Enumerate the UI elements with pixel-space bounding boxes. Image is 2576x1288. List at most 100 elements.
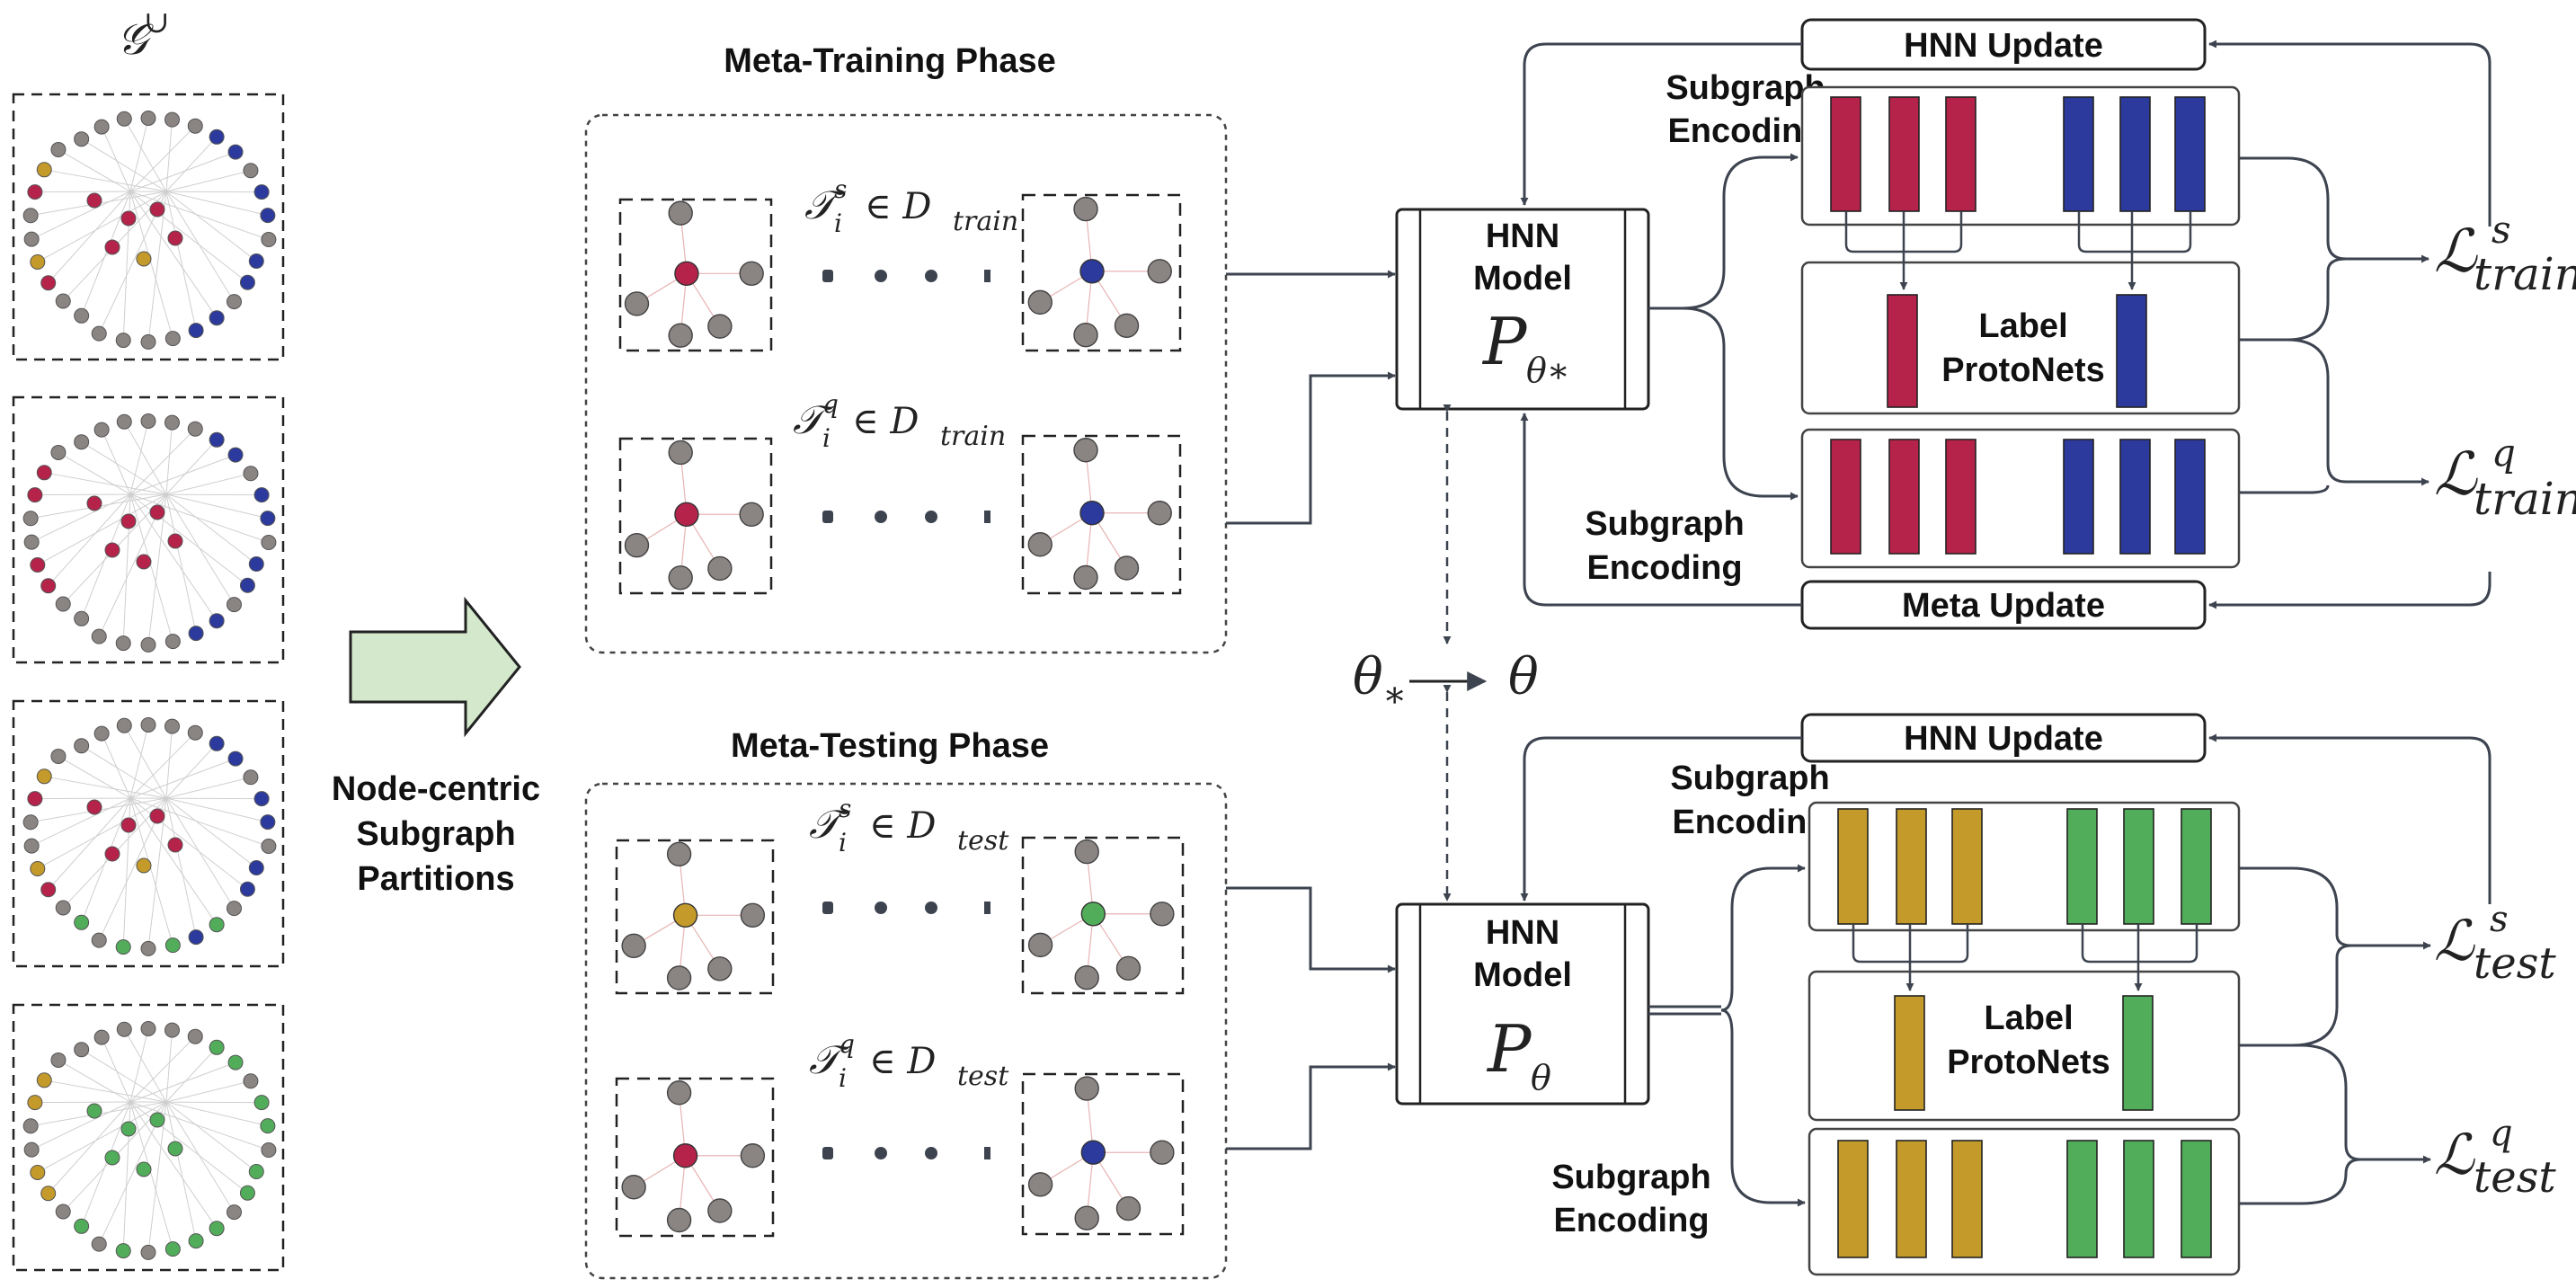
partition-edge — [165, 1080, 252, 1103]
partition-edge — [165, 726, 173, 799]
partition-node — [253, 487, 270, 503]
task-frame — [618, 437, 773, 595]
test-encoding-bottom-label-2: Encoding — [1553, 1202, 1709, 1239]
partition-node — [253, 184, 270, 200]
parameter-transfer: θ ∗ θ — [1353, 404, 1539, 902]
train-encoding-bottom-label-2: Encoding — [1586, 549, 1742, 587]
partition-edge — [165, 1101, 269, 1127]
task-frame — [1021, 1072, 1185, 1236]
partition-node — [140, 333, 156, 350]
svg-text:Node-centric: Node-centric — [332, 770, 540, 808]
svg-text:𝒢: 𝒢 — [117, 14, 154, 65]
partition-node — [74, 1218, 90, 1234]
partition-panel — [12, 1003, 285, 1272]
ellipsis-dash — [822, 270, 833, 282]
partition-edge — [129, 1101, 270, 1150]
partition-node — [140, 1020, 156, 1036]
task-node — [1027, 1172, 1053, 1197]
svg-text:test: test — [2474, 1152, 2556, 1203]
partition-edge — [129, 151, 236, 192]
task-node — [1027, 289, 1053, 315]
partition-edge — [81, 745, 167, 799]
partition-edge — [129, 493, 270, 543]
partition-edge — [129, 191, 218, 318]
partition-edge — [165, 493, 257, 564]
partition-node — [187, 421, 203, 437]
meta-testing-title: Meta-Testing Phase — [731, 727, 1049, 765]
train-query-encoding-box — [1800, 428, 2241, 569]
partition-node — [248, 860, 264, 876]
partition-node — [93, 422, 110, 438]
svg-text:θ: θ — [1353, 648, 1383, 706]
ellipsis-dots — [822, 270, 990, 1159]
partition-node — [243, 163, 259, 179]
svg-text:∈ D: ∈ D — [869, 805, 936, 847]
svg-text:∪: ∪ — [144, 4, 170, 40]
partition-node — [136, 554, 152, 570]
test-query-task-label: 𝒯 q i ∈ D test — [809, 1029, 1009, 1093]
svg-text:q: q — [2490, 1113, 2513, 1154]
partition-node — [167, 837, 183, 853]
partition-node — [93, 725, 110, 742]
partition-edge — [165, 797, 269, 823]
partition-node — [50, 748, 67, 764]
svg-text:ℒ: ℒ — [2434, 1122, 2475, 1187]
task-node — [668, 323, 693, 348]
partition-edge — [44, 776, 167, 799]
partition-edge — [165, 1030, 173, 1103]
task-node — [624, 532, 650, 558]
svg-text:θ∗: θ∗ — [1526, 351, 1570, 390]
partition-node — [116, 413, 132, 430]
svg-text:∈ D: ∈ D — [865, 186, 931, 227]
partition-node — [55, 900, 71, 916]
partition-node — [27, 487, 43, 503]
partition-node — [140, 1244, 156, 1260]
svg-text:train: train — [2474, 248, 2576, 300]
partition-edge — [34, 493, 131, 496]
partition-node — [140, 636, 156, 653]
ellipsis-dot — [875, 1147, 887, 1159]
test-encoding-bottom-label: Subgraph — [1551, 1159, 1710, 1196]
partition-node — [140, 716, 156, 733]
partition-edge — [34, 797, 131, 800]
task-node — [739, 502, 764, 527]
partition-edge — [101, 733, 131, 799]
svg-text:q: q — [2492, 431, 2516, 475]
train-encoding-bottom-label: Subgraph — [1585, 505, 1744, 543]
partition-edge — [165, 797, 197, 937]
partition-edge — [129, 797, 218, 925]
partition-node — [243, 466, 259, 482]
task-center-node — [1079, 259, 1105, 284]
task-node — [1074, 1205, 1099, 1230]
partition-node — [55, 596, 71, 612]
partition-node — [55, 1204, 71, 1220]
svg-text:∗: ∗ — [1382, 674, 1407, 715]
embedding-bars — [1830, 96, 2212, 1258]
partition-node — [30, 556, 46, 573]
task-subgraphs — [615, 193, 1185, 1238]
partition-edge — [37, 191, 167, 262]
svg-text:s: s — [839, 794, 851, 823]
loss-train-query: ℒ q train — [2434, 431, 2576, 525]
partition-edge — [129, 428, 196, 495]
partition-edge — [165, 742, 218, 799]
partition-edge — [129, 1101, 262, 1104]
partition-node — [253, 791, 270, 807]
task-node — [666, 1080, 692, 1106]
partition-node — [167, 1141, 183, 1157]
partition-node — [187, 724, 203, 741]
loss-train-support: ℒ s train — [2434, 208, 2576, 300]
partition-node — [55, 293, 71, 309]
partition-node — [209, 1039, 225, 1055]
partition-node — [40, 275, 57, 291]
partition-node — [164, 1022, 181, 1038]
partition-edge — [81, 138, 167, 192]
query-embedding-bar — [2181, 1140, 2212, 1258]
partition-node — [167, 533, 183, 549]
task-node — [624, 291, 650, 316]
partition-edge — [165, 493, 235, 605]
task-subgraph — [1021, 193, 1182, 352]
aggregation-bracket — [2081, 924, 2198, 964]
partition-edge — [129, 732, 196, 799]
partition-edge — [48, 797, 131, 891]
